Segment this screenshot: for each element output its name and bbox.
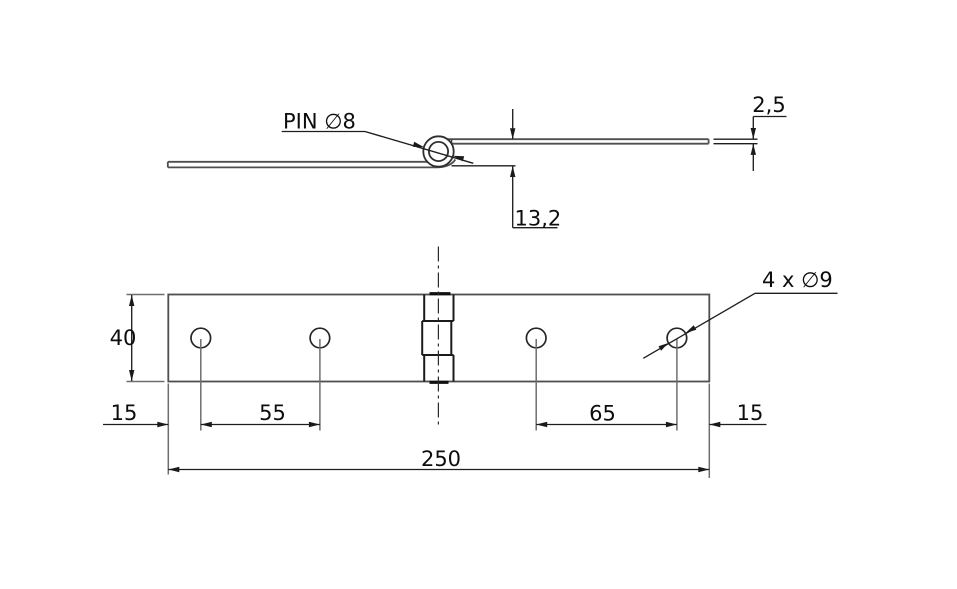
plan-view: 40 15 55 65 15 250 (103, 246, 838, 478)
total-length-dim-text: 250 (421, 447, 461, 471)
arrowhead (510, 166, 516, 177)
side-view: PIN ∅8 2,5 13,2 (166, 93, 787, 231)
arrowhead (129, 295, 135, 306)
arrowhead (308, 421, 320, 428)
arrowhead (709, 421, 721, 428)
arrowhead (168, 466, 180, 473)
right-margin-dim-text: 15 (737, 401, 764, 425)
arrowhead (452, 155, 465, 162)
dim-total-length (168, 466, 710, 473)
arrowhead (750, 143, 756, 155)
left-margin-dim-text: 15 (111, 401, 138, 425)
dim-plate-width (129, 295, 135, 381)
arrowhead (750, 128, 756, 139)
dim-open-height (451, 109, 558, 229)
arrowhead (658, 343, 669, 351)
right-spacing-dim-text: 65 (589, 402, 616, 426)
dim-left-margin (103, 421, 169, 428)
top-leaf-outline (447, 138, 710, 145)
plate-width-dim-text: 40 (110, 326, 137, 350)
arrowhead (157, 421, 169, 428)
left-spacing-dim-text: 55 (259, 401, 286, 425)
arrowhead (200, 421, 212, 428)
pin-label: PIN ∅8 (283, 110, 356, 134)
arrowhead (412, 141, 425, 148)
dim-right-hole-spacing (536, 421, 677, 428)
extension-lines (126, 293, 711, 478)
pin-leader (281, 130, 474, 164)
open-height-dim-text: 13,2 (515, 207, 562, 231)
dim-plate-thickness (713, 115, 787, 171)
dim-right-margin (709, 421, 767, 428)
dim-left-hole-spacing (200, 421, 320, 428)
arrowhead (665, 421, 677, 428)
thickness-dim-text: 2,5 (752, 93, 785, 117)
holes-leader (642, 292, 838, 359)
arrowhead (129, 370, 135, 381)
pin-circle (427, 140, 449, 162)
arrowhead (536, 421, 548, 428)
holes-label: 4 x ∅9 (762, 268, 833, 292)
arrowhead (698, 466, 710, 473)
arrowhead (685, 325, 697, 333)
arrowhead (510, 128, 516, 140)
bottom-leaf-outline (166, 158, 457, 169)
pin-barrel-outer-circle (422, 135, 455, 168)
